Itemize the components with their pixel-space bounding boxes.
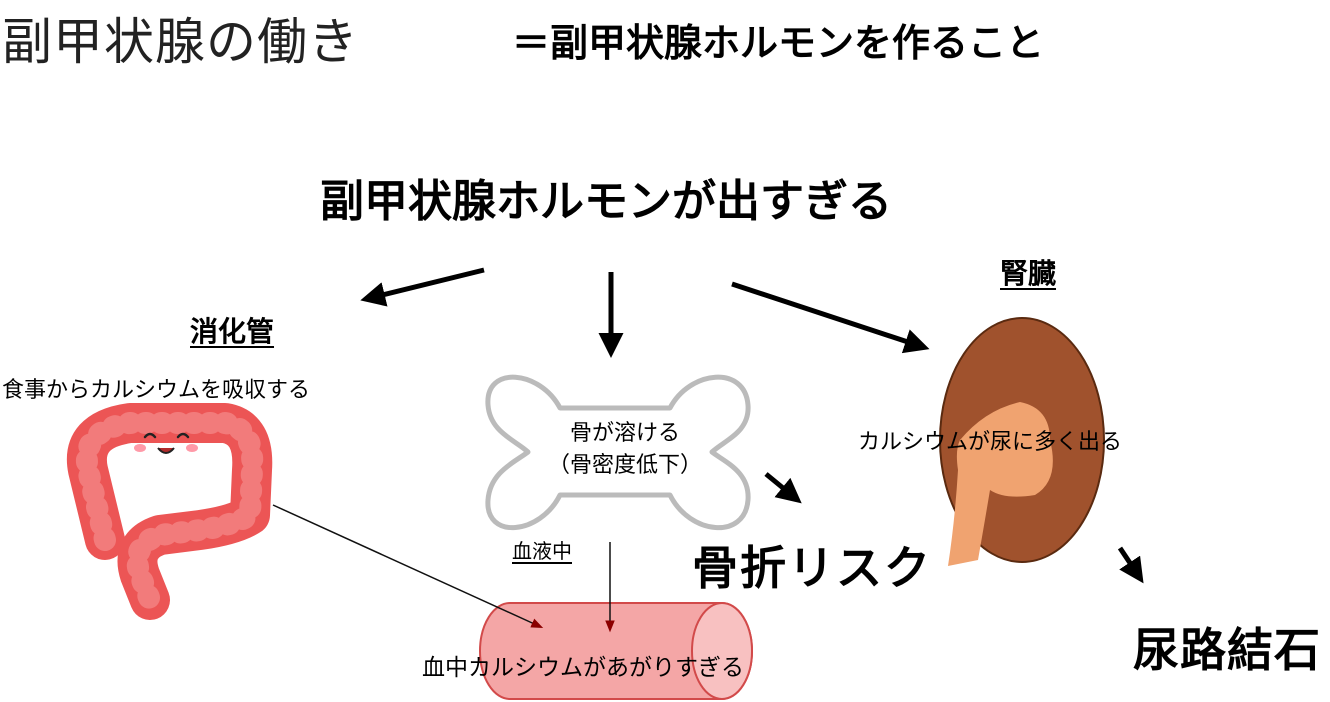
- intestine-illustration: [66, 403, 273, 620]
- arrow-to-digestive: [360, 267, 485, 307]
- blood-text: 血中カルシウムがあがりすぎる: [422, 655, 744, 681]
- main-heading: 副甲状腺ホルモンが出すぎる: [320, 176, 892, 227]
- bone-text: 骨が溶ける （骨密度低下）: [520, 418, 730, 482]
- arrow-to-kidney: [731, 281, 930, 354]
- urinary-stone-label: 尿路結石: [1133, 623, 1321, 677]
- fracture-risk-label: 骨折リスク: [692, 541, 932, 595]
- kidney-label: 腎臓: [1000, 257, 1057, 290]
- digestive-label: 消化管: [190, 315, 275, 348]
- kidney-text: カルシウムが尿に多く出る: [858, 430, 1123, 455]
- digestive-text: 食事からカルシウムを吸収する: [2, 378, 311, 403]
- page-subtitle: ＝副甲状腺ホルモンを作ること: [512, 21, 1045, 65]
- bone-text-line2: （骨密度低下）: [547, 453, 702, 478]
- blood-vessel-illustration: [479, 602, 753, 700]
- bone-text-line1: 骨が溶ける: [569, 421, 680, 446]
- arrow-digestive-to-blood: [272, 504, 544, 628]
- page-title: 副甲状腺の働き: [2, 13, 359, 71]
- arrow-to-fracture: [764, 472, 802, 504]
- arrow-to-stone: [1117, 546, 1144, 584]
- blood-label: 血液中: [512, 539, 572, 563]
- kidney-illustration: [939, 317, 1105, 566]
- bone-illustration: [485, 374, 751, 530]
